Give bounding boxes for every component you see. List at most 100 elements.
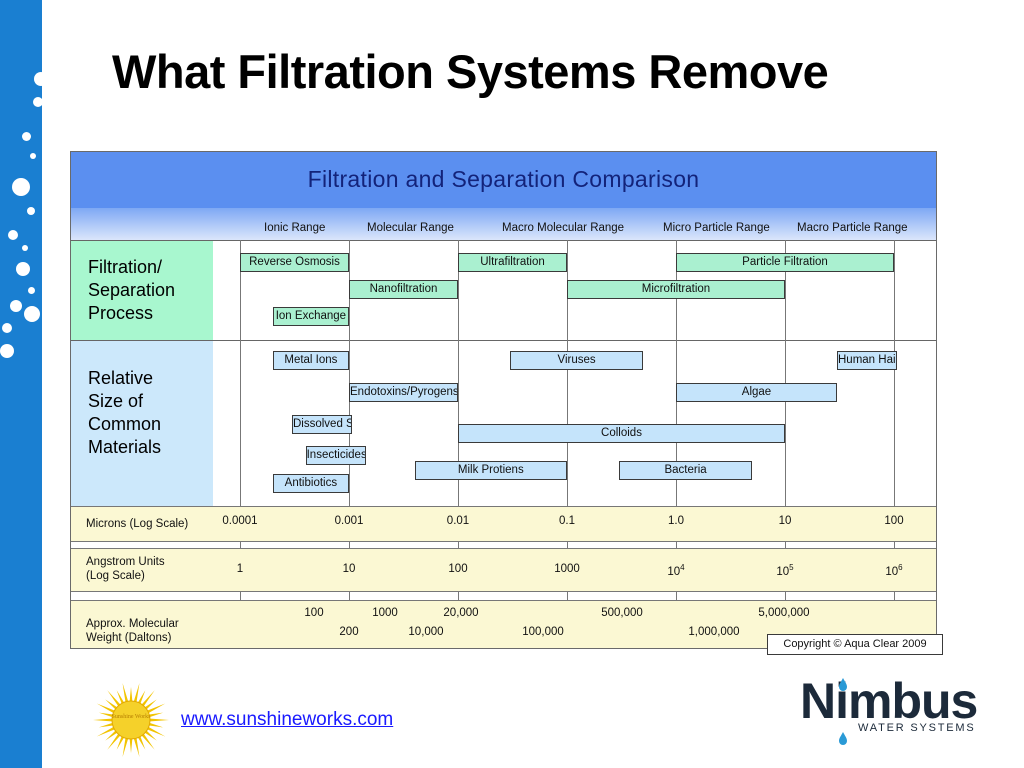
sun-ray: [146, 726, 166, 737]
sun-ray: [96, 703, 116, 714]
material-bar: Colloids: [458, 424, 785, 443]
tick-label: 106: [885, 563, 903, 578]
molecular-weight-label: Approx. Molecular Weight (Daltons): [86, 618, 179, 644]
slide-title: What Filtration Systems Remove: [112, 45, 829, 98]
material-bar: Milk Protiens: [414, 461, 567, 480]
range-label-ionic: Ionic Range: [264, 222, 326, 234]
nimbus-logo: Nimbus WATER SYSTEMS: [800, 672, 980, 752]
tick-label: 100: [304, 607, 324, 619]
tick-label: 1000: [554, 563, 580, 575]
sun-ray: [148, 718, 169, 722]
grid-line: [676, 590, 677, 600]
material-bar: Algae: [676, 383, 837, 402]
bubble-decoration: [34, 72, 42, 86]
angstrom-row: Angstrom Units (Log Scale): [71, 548, 936, 592]
grid-line: [240, 240, 241, 506]
grid-line: [894, 540, 895, 548]
material-bar: Metal Ions: [272, 351, 349, 370]
tick-label: 1000: [372, 607, 398, 619]
grid-line: [567, 590, 568, 600]
sun-ray: [148, 722, 164, 728]
grid-line: [349, 540, 350, 548]
website-link[interactable]: www.sunshineworks.com: [181, 709, 394, 730]
material-bar: Endotoxins/Pyrogens: [349, 383, 458, 402]
bubble-decoration: [12, 178, 30, 196]
range-label-macro-molecular: Macro Molecular Range: [502, 222, 625, 234]
grid-line: [458, 240, 459, 506]
sun-ray: [137, 690, 146, 705]
decorative-side-bar: [0, 0, 42, 768]
material-bar: Dissolved Salts: [292, 415, 352, 434]
grid-line: [349, 590, 350, 600]
tick-label: 10,000: [408, 626, 444, 638]
grid-line: [349, 240, 350, 506]
tick-label: 0.01: [446, 515, 470, 527]
sun-ray: [141, 733, 155, 750]
chart-title: Filtration and Separation Comparison: [307, 166, 700, 192]
tick-label: 5,000,000: [758, 607, 810, 619]
range-label-micro-particle: Micro Particle Range: [663, 222, 770, 234]
process-bar: Ultrafiltration: [458, 253, 567, 272]
tick-label: 20,000: [443, 607, 479, 619]
sun-ray: [105, 699, 118, 710]
material-bar: Bacteria: [619, 461, 753, 480]
sun-ray: [98, 712, 114, 718]
process-bar: Particle Filtration: [676, 253, 894, 272]
tick-label: 1,000,000: [688, 626, 740, 638]
angstrom-label: Angstrom Units (Log Scale): [86, 556, 165, 582]
sun-ray: [122, 682, 129, 703]
sun-ray: [133, 737, 140, 758]
microns-label: Microns (Log Scale): [86, 518, 189, 530]
grid-line: [458, 590, 459, 600]
sun-ray: [129, 737, 133, 753]
bubble-decoration: [30, 153, 36, 159]
range-label-molecular: Molecular Range: [367, 222, 454, 234]
material-bar: Human Hair: [837, 351, 897, 370]
sun-ray: [98, 722, 114, 728]
grid-line: [785, 240, 786, 506]
materials-label: Relative Size of Common Materials: [88, 368, 162, 457]
copyright-box: Copyright © Aqua Clear 2009: [767, 634, 943, 655]
grid-line: [894, 240, 895, 506]
material-bar: Viruses: [510, 351, 644, 370]
sunshine-works-logo: Sunshine Works: [93, 682, 169, 758]
tick-label: 10: [778, 515, 792, 527]
grid-line: [567, 540, 568, 548]
tick-label: 104: [667, 563, 685, 578]
sun-ray: [146, 703, 166, 714]
range-band: [71, 208, 936, 240]
logo-subtitle: WATER SYSTEMS: [858, 722, 976, 734]
bubble-decoration: [22, 245, 28, 251]
sun-ray: [141, 690, 155, 707]
grid-line: [894, 590, 895, 600]
sun-ray: [96, 726, 116, 737]
divider: [71, 340, 936, 341]
tick-label: 1.0: [668, 515, 684, 527]
tick-label: 105: [776, 563, 794, 578]
range-label-macro-particle: Macro Particle Range: [797, 222, 908, 234]
material-bar: Insecticides: [305, 446, 366, 465]
grid-line: [458, 540, 459, 548]
tick-label: 100,000: [522, 626, 564, 638]
sun-ray: [144, 699, 157, 710]
bubble-decoration: [24, 306, 40, 322]
tick-label: 100: [884, 515, 904, 527]
sun-ray: [116, 735, 125, 750]
filtration-comparison-chart: Filtration and Separation Comparison Ion…: [70, 151, 937, 649]
water-drop-icon: [839, 678, 847, 745]
bubble-decoration: [33, 97, 42, 107]
process-label-panel: Filtration/ Separation Process: [71, 241, 213, 340]
material-bar: Antibiotics: [272, 474, 349, 493]
tick-label: 200: [339, 626, 359, 638]
sun-ray: [107, 733, 121, 750]
sun-ray: [116, 690, 125, 705]
tick-label: 0.0001: [222, 515, 258, 527]
tick-label: 0.1: [559, 515, 575, 527]
sun-ray: [137, 735, 146, 750]
sun-ray: [105, 730, 118, 741]
sun-ray: [148, 712, 164, 718]
microns-row: Microns (Log Scale): [71, 506, 936, 542]
process-label: Filtration/ Separation Process: [88, 257, 176, 323]
sun-ray: [129, 687, 133, 703]
materials-label-panel: Relative Size of Common Materials: [71, 341, 213, 506]
